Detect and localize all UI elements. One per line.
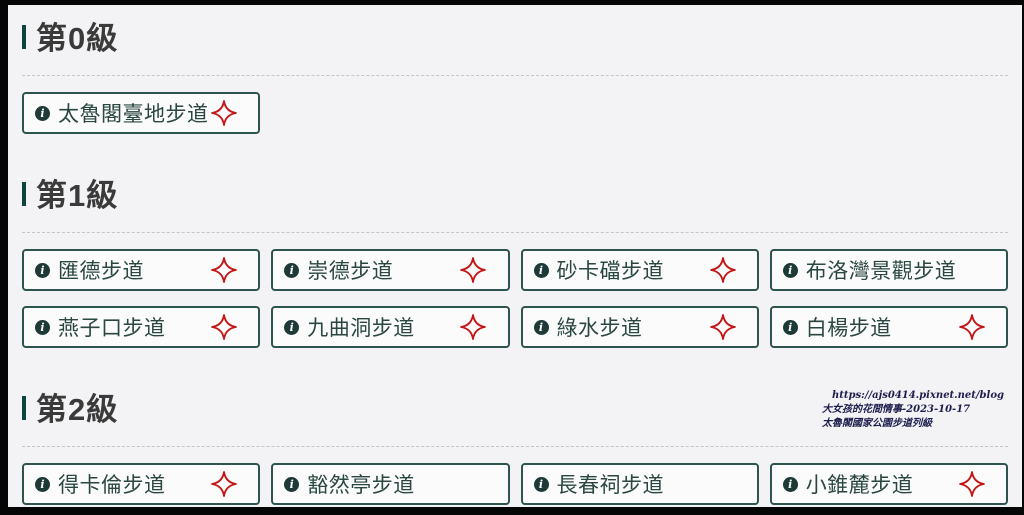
- info-icon: i: [284, 262, 300, 278]
- section-heading: 第0級: [22, 21, 1008, 57]
- section-title: 第1級: [36, 178, 119, 213]
- trail-name: 豁然亭步道: [307, 474, 415, 497]
- trail-name: 布洛灣景觀步道: [805, 260, 957, 283]
- heading-tick-bar: [22, 182, 26, 206]
- trail-button[interactable]: i 崇德步道: [271, 249, 510, 291]
- info-icon: i: [782, 319, 798, 335]
- section-heading: 第1級: [22, 178, 1008, 214]
- sparkle-star-icon: [211, 100, 237, 126]
- trail-name: 燕子口步道: [58, 317, 166, 340]
- sparkle-star-icon: [959, 471, 985, 497]
- trail-button[interactable]: i 布洛灣景觀步道: [769, 249, 1008, 291]
- section-heading: 第2級: [22, 392, 1008, 428]
- watermark: https://ajs0414.pixnet.net/blog 大女孩的花間情事…: [822, 389, 1005, 431]
- trail-button[interactable]: i 匯德步道: [22, 249, 261, 291]
- sparkle-star-icon: [460, 314, 486, 340]
- info-icon: i: [782, 262, 798, 278]
- trail-grid: i 太魯閣臺地步道: [22, 92, 1008, 134]
- watermark-blog-title: 大女孩的花間情事-2023-10-17: [822, 404, 971, 415]
- section-title: 第2級: [36, 392, 119, 427]
- watermark-url: https://ajs0414.pixnet.net/blog: [832, 390, 1005, 401]
- section-divider: [22, 75, 1008, 76]
- trail-name: 匯德步道: [58, 260, 144, 283]
- sparkle-star-icon: [460, 257, 486, 283]
- info-icon: i: [284, 476, 300, 492]
- trail-button[interactable]: i 長春祠步道: [520, 463, 759, 505]
- trail-name: 綠水步道: [556, 317, 643, 340]
- section-level-1: 第1級 i 匯德步道 i 崇德步道 i 砂卡礑步道 i 布洛灣景觀步道: [22, 178, 1008, 348]
- info-icon: i: [533, 319, 549, 335]
- info-icon: i: [533, 476, 549, 492]
- section-level-0: 第0級 i 太魯閣臺地步道: [22, 21, 1008, 134]
- trail-name: 白楊步道: [805, 317, 892, 340]
- info-icon: i: [35, 476, 50, 492]
- section-divider: [22, 232, 1008, 233]
- sparkle-star-icon: [710, 314, 736, 340]
- info-icon: i: [782, 476, 798, 492]
- trail-name: 小錐麓步道: [805, 474, 914, 497]
- trail-name: 太魯閣臺地步道: [58, 103, 209, 126]
- heading-tick-bar: [22, 25, 26, 49]
- info-icon: i: [35, 105, 50, 121]
- info-icon: i: [533, 262, 549, 278]
- trail-button[interactable]: i 豁然亭步道: [271, 463, 510, 505]
- trail-button[interactable]: i 砂卡礑步道: [520, 249, 759, 291]
- trail-button[interactable]: i 得卡倫步道: [22, 463, 261, 505]
- trail-name: 崇德步道: [307, 260, 394, 283]
- info-icon: i: [35, 319, 50, 335]
- section-divider: [22, 446, 1008, 447]
- section-title: 第0級: [36, 21, 119, 56]
- trail-button[interactable]: i 九曲洞步道: [271, 306, 510, 348]
- info-icon: i: [284, 319, 300, 335]
- trail-grid: i 匯德步道 i 崇德步道 i 砂卡礑步道 i 布洛灣景觀步道 i 燕子口步道: [22, 249, 1008, 348]
- page-content: 第0級 i 太魯閣臺地步道 第1級 i 匯德步道 i 崇德步道: [8, 5, 1022, 507]
- sparkle-star-icon: [211, 257, 237, 283]
- watermark-caption: 太魯閣國家公園步道列級: [822, 418, 932, 429]
- trail-button[interactable]: i 白楊步道: [769, 306, 1008, 348]
- sparkle-star-icon: [211, 471, 237, 497]
- trail-button[interactable]: i 燕子口步道: [22, 306, 261, 348]
- trail-name: 長春祠步道: [556, 474, 664, 497]
- info-icon: i: [35, 262, 50, 278]
- trail-name: 得卡倫步道: [58, 474, 166, 497]
- section-level-2: 第2級 i 得卡倫步道 i 豁然亭步道 i 長春祠步道 i 小錐麓步道: [22, 392, 1008, 505]
- heading-tick-bar: [22, 396, 26, 420]
- trail-name: 九曲洞步道: [307, 317, 415, 340]
- sparkle-star-icon: [959, 314, 985, 340]
- trail-button[interactable]: i 小錐麓步道: [769, 463, 1008, 505]
- sparkle-star-icon: [710, 257, 736, 283]
- trail-grid: i 得卡倫步道 i 豁然亭步道 i 長春祠步道 i 小錐麓步道: [22, 463, 1008, 505]
- sparkle-star-icon: [211, 314, 237, 340]
- trail-name: 砂卡礑步道: [556, 260, 664, 283]
- trail-button[interactable]: i 太魯閣臺地步道: [22, 92, 261, 134]
- trail-button[interactable]: i 綠水步道: [520, 306, 759, 348]
